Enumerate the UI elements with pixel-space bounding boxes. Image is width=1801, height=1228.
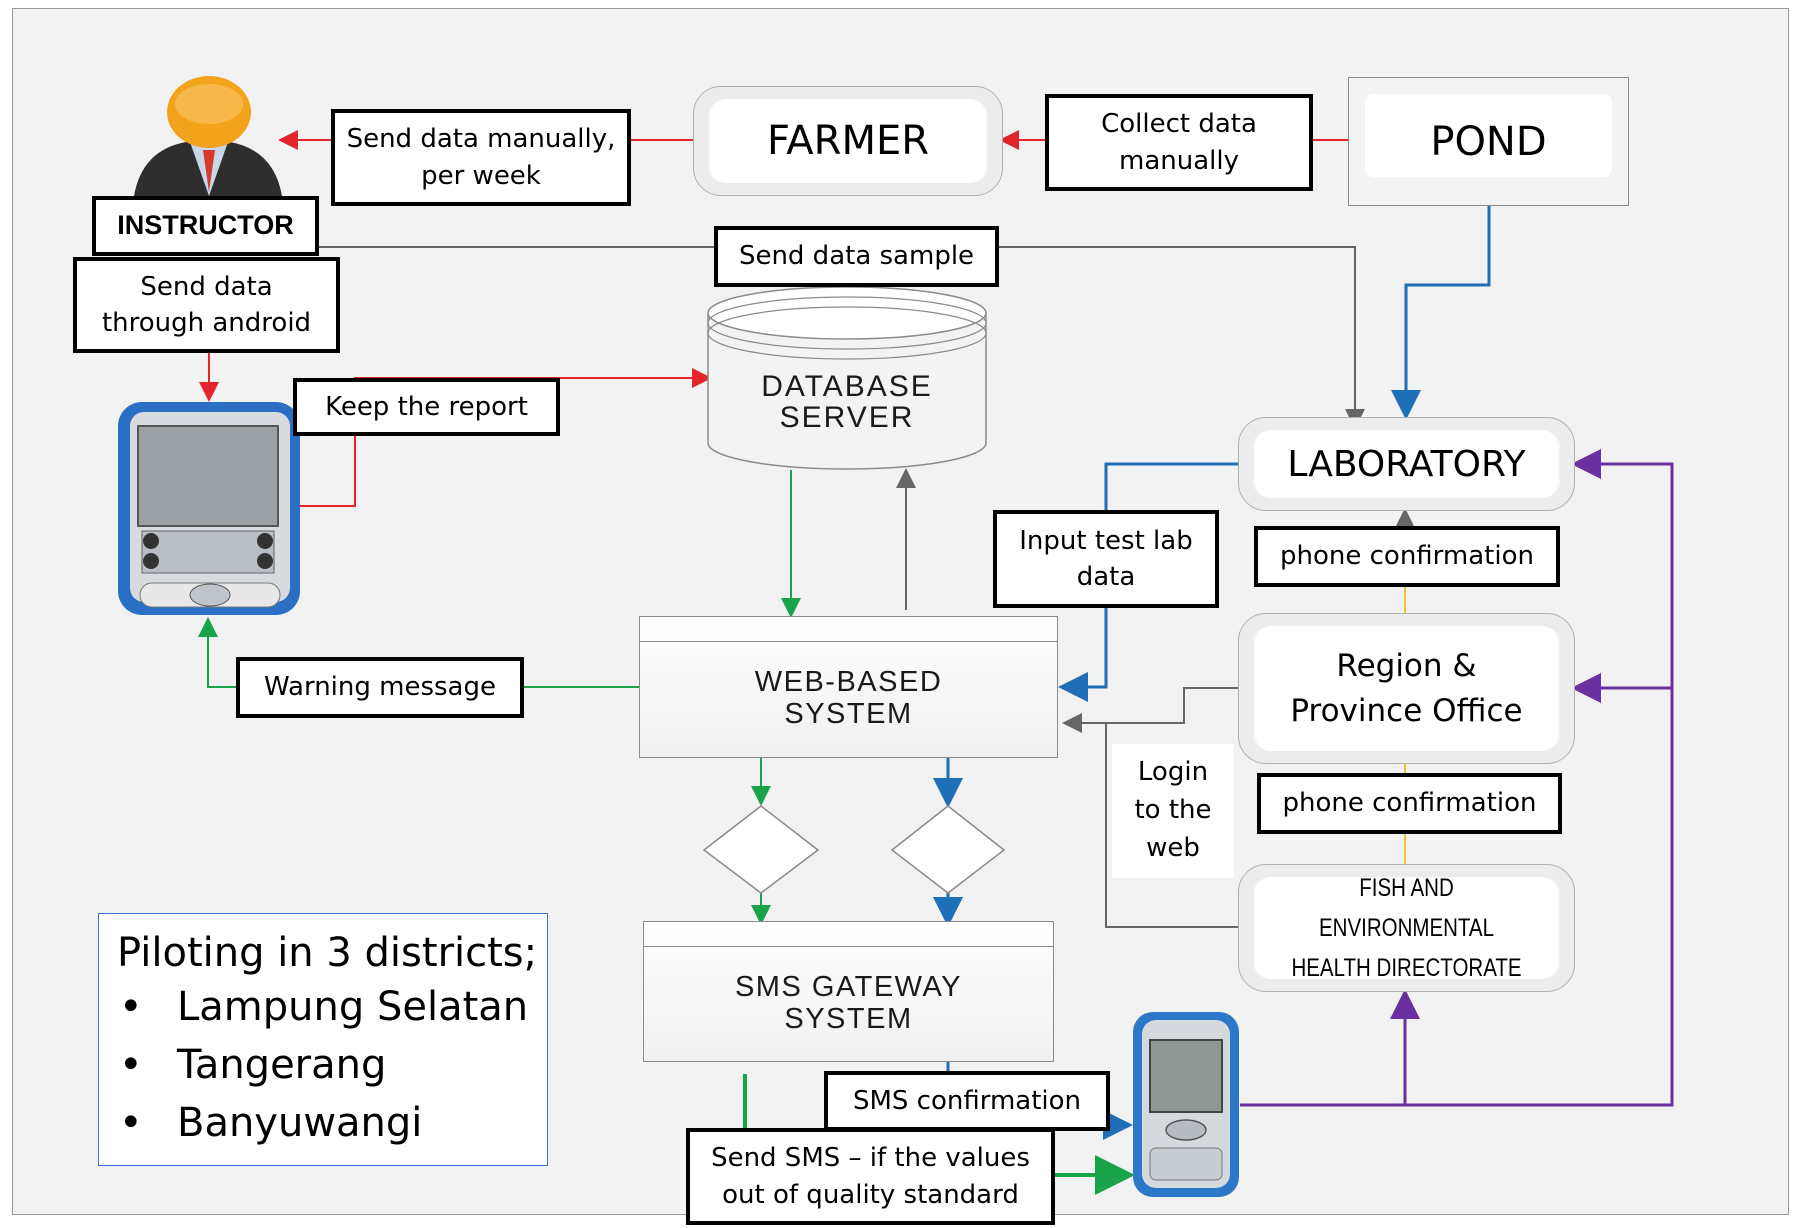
sms-gateway-label: SMS GATEWAY SYSTEM [734,970,963,1035]
phone-confirmation-2-label: phone confirmation [1257,773,1562,834]
decision-diamond-2 [890,805,1006,894]
connector-phone-agencies [1240,449,1674,1107]
region-province-label: Region & Province Office [1290,647,1523,729]
farmer-label: FARMER [766,118,930,164]
connector-pond-laboratory [1391,206,1491,420]
phone-confirmation-1-label: phone confirmation [1254,526,1560,587]
farmer-node: FARMER [693,86,1003,196]
laboratory-node: LABORATORY [1238,417,1575,511]
region-province-node: Region & Province Office [1238,613,1575,764]
database-server-label: DATABASE SERVER [761,369,933,434]
connector-region-web [1062,687,1238,733]
district-item: Banyuwangi [117,1094,547,1152]
connector-directorate-web [1105,723,1238,928]
pond-node-inner [1365,94,1612,177]
district-item: Lampung Selatan [117,978,547,1036]
android-device-icon [118,402,300,615]
mobile-phone-icon [1133,1012,1239,1197]
sms-confirmation-label: SMS confirmation [824,1071,1110,1131]
pond-label: POND [1430,118,1547,165]
send-manually-label: Send data manually, per week [331,109,631,206]
district-list: Lampung Selatan Tangerang Banyuwangi [117,978,547,1152]
laboratory-label: LABORATORY [1287,443,1526,485]
web-based-system-header [640,617,1057,642]
region-province-node-inner [1255,626,1558,751]
send-sample-label: Send data sample [714,226,999,287]
input-test-lab-label: Input test lab data [993,510,1219,608]
instructor-icon [134,76,282,196]
send-android-label: Send data through android [73,257,340,353]
login-web-label: Login to the web [1112,744,1234,878]
farmer-node-inner [710,99,986,183]
pond-node: POND [1348,77,1629,206]
send-sms-label: Send SMS – if the values out of quality … [686,1128,1055,1225]
fish-directorate-label: FISH AND ENVIRONMENTAL HEALTH DIRECTORAT… [1291,874,1522,982]
instructor-label: INSTRUCTOR [92,196,319,256]
warning-message-label: Warning message [236,657,524,718]
connector-sample-laboratory [318,246,1365,429]
decision-diamond-1 [702,805,820,894]
web-based-system-node: WEB-BASED SYSTEM [639,616,1058,758]
keep-report-label: Keep the report [293,378,560,436]
laboratory-node-inner [1255,430,1558,498]
database-cylinder [707,286,987,470]
piloting-box: Piloting in 3 districts; Lampung Selatan… [98,913,548,1166]
district-item: Tangerang [117,1036,547,1094]
collect-manually-label: Collect data manually [1045,94,1313,191]
fish-directorate-node-inner [1255,877,1558,979]
piloting-title: Piloting in 3 districts; [117,930,538,976]
sms-gateway-header [644,922,1053,947]
sms-gateway-node: SMS GATEWAY SYSTEM [643,921,1054,1062]
web-based-system-label: WEB-BASED SYSTEM [754,666,943,730]
fish-directorate-node: FISH AND ENVIRONMENTAL HEALTH DIRECTORAT… [1238,864,1575,992]
